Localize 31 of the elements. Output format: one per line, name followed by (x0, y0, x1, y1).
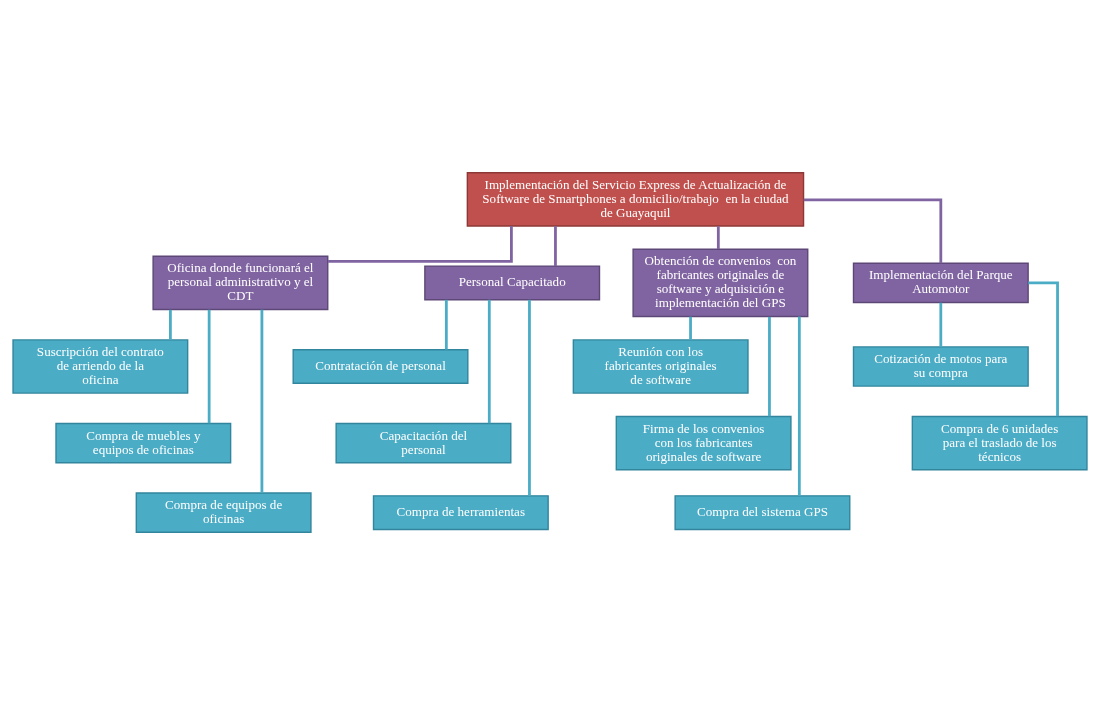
connector (207, 309, 211, 424)
node-box: Obtención de convenios con fabricantes originales de software y adquisición e implementación del GPS (632, 248, 809, 318)
connector (768, 316, 771, 417)
connector (444, 299, 448, 350)
connector (554, 226, 557, 267)
node-box: Implementación del Servicio Express de Actualización de Software de Smartphones a domicilio/trabajo en la ciudad de Guayaquil (466, 172, 805, 227)
node-box: Contratación de personal (292, 349, 469, 384)
connector (328, 226, 513, 263)
node-box: Compra de muebles y equipos de oficinas (55, 422, 232, 464)
connector (939, 302, 943, 347)
connector (260, 309, 264, 494)
connector (1028, 281, 1059, 417)
node-box: Suscripción del contrato de arriendo de la oficina (12, 339, 189, 394)
node-box: Capacitación del personal (335, 422, 512, 464)
node-box: Cotización de motos para su compra (852, 346, 1029, 387)
node-box: Firma de los convenios con los fabricantes originales de software (615, 415, 792, 471)
connector (797, 316, 801, 496)
node-box: Oficina donde funcionará el personal administrativo y el CDT (152, 255, 329, 311)
connector (487, 299, 491, 424)
connector (716, 226, 720, 250)
node-box: Compra del sistema GPS (674, 495, 851, 531)
node-box: Compra de equipos de oficinas (135, 492, 312, 533)
node-box: Implementación del Parque Automotor (852, 262, 1029, 304)
connector (528, 299, 531, 496)
connector (803, 198, 943, 264)
node-box: Personal Capacitado (424, 265, 601, 301)
node-box: Compra de herramientas (372, 495, 549, 531)
node-box: Reunión con los fabricantes originales de software (572, 339, 749, 394)
node-box: Compra de 6 unidades para el traslado de los técnicos (911, 415, 1088, 471)
connector (169, 309, 172, 340)
connector (689, 316, 692, 340)
